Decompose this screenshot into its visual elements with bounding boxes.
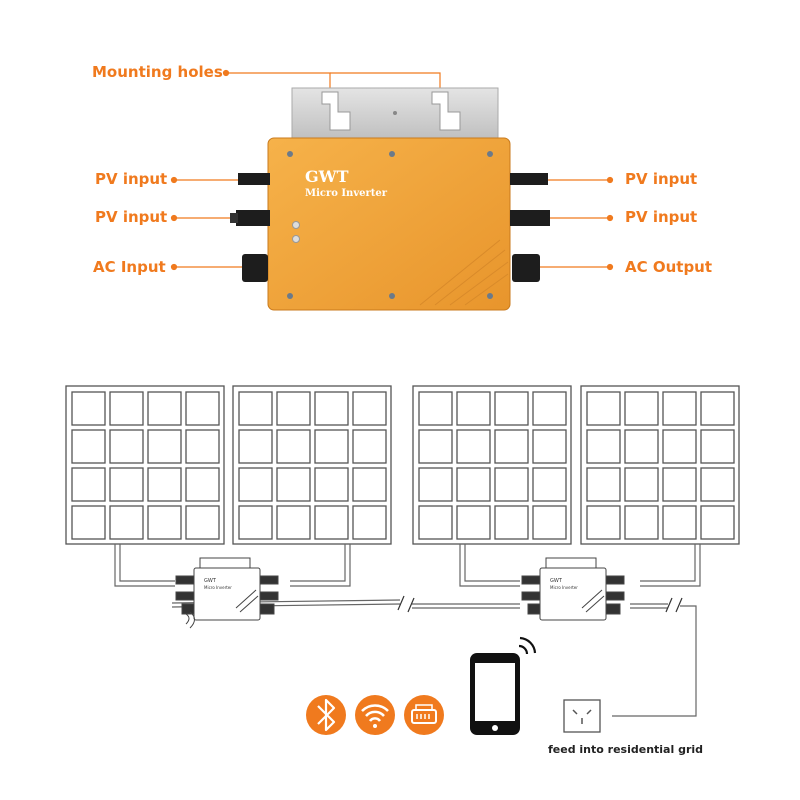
solar-panel-array — [65, 385, 740, 545]
status-led-2 — [292, 235, 300, 243]
ac-input-label: AC Input — [93, 258, 166, 276]
status-led-1 — [292, 221, 300, 229]
smartphone-icon — [470, 636, 537, 735]
mounting-hole-left — [321, 91, 351, 131]
wall-socket-icon — [563, 699, 601, 733]
wiring — [114, 544, 701, 717]
pv-input-right-2-label: PV input — [625, 208, 698, 226]
ac-output-label: AC Output — [625, 258, 713, 276]
device-model: Micro Inverter — [305, 188, 388, 199]
micro-inverter-device: GWT Micro Inverter — [230, 87, 550, 311]
grid-caption: feed into residential grid — [548, 743, 704, 756]
small-inverter-right-model: Micro Inverter — [550, 585, 578, 590]
solar-panel-2 — [232, 385, 392, 545]
small-inverter-left-brand: GWT — [204, 578, 217, 584]
router-icon — [404, 695, 444, 735]
micro-inverter-right: GWT Micro Inverter — [521, 557, 625, 621]
micro-inverter-left: GWT Micro Inverter — [175, 557, 279, 629]
small-inverter-left-model: Micro Inverter — [204, 585, 232, 590]
solar-panel-3 — [412, 385, 572, 545]
pv-input-right-1-label: PV input — [625, 170, 698, 188]
wifi-icon — [355, 695, 395, 735]
solar-panel-1 — [65, 385, 225, 545]
solar-panel-4 — [580, 385, 740, 545]
small-inverter-right-brand: GWT — [550, 578, 563, 584]
mounting-holes-label: Mounting holes — [92, 63, 223, 81]
pv-input-left-1-label: PV input — [95, 170, 168, 188]
bluetooth-icon — [306, 695, 346, 735]
mounting-hole-right — [431, 91, 461, 131]
pv-input-left-2-label: PV input — [95, 208, 168, 226]
device-brand: GWT — [305, 167, 349, 186]
